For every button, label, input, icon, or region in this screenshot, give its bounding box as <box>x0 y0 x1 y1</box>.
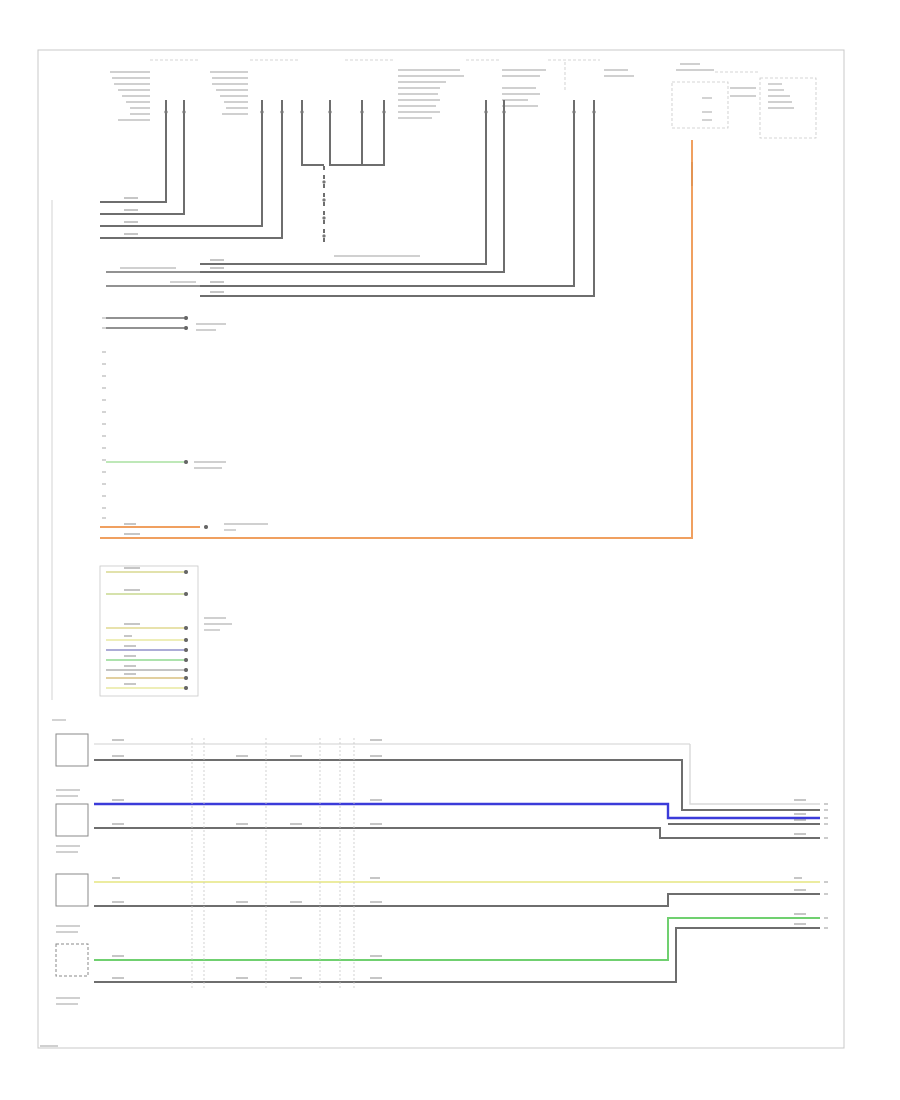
right-terminal-ticks <box>824 803 828 929</box>
left-stub-labels <box>120 255 420 531</box>
left-pin-numbers <box>102 317 106 519</box>
diagram-frame <box>37 49 845 1049</box>
top-module-labels <box>110 63 794 121</box>
stack-wire-tags <box>124 197 224 685</box>
colored-connector-block <box>99 565 232 697</box>
module-label-6 <box>676 63 714 121</box>
top-connector-outlines <box>150 59 817 139</box>
left-stubs <box>106 271 200 329</box>
left-stub-dots <box>184 316 208 529</box>
orange-wire <box>100 140 693 539</box>
lower-components <box>55 733 89 977</box>
top-vertical-wires <box>100 100 595 297</box>
module-label-1 <box>110 71 150 121</box>
wire-tags <box>112 739 806 979</box>
module-label-4 <box>502 69 546 107</box>
lower-horizontal-wires <box>94 743 820 983</box>
inline-connector-marks <box>191 738 355 990</box>
lower-component-labels <box>40 719 80 1047</box>
pin-markers <box>164 110 596 238</box>
module-label-5 <box>604 69 634 77</box>
module-label-7 <box>730 83 794 109</box>
module-label-2 <box>210 71 248 115</box>
module-label-3 <box>398 69 464 119</box>
